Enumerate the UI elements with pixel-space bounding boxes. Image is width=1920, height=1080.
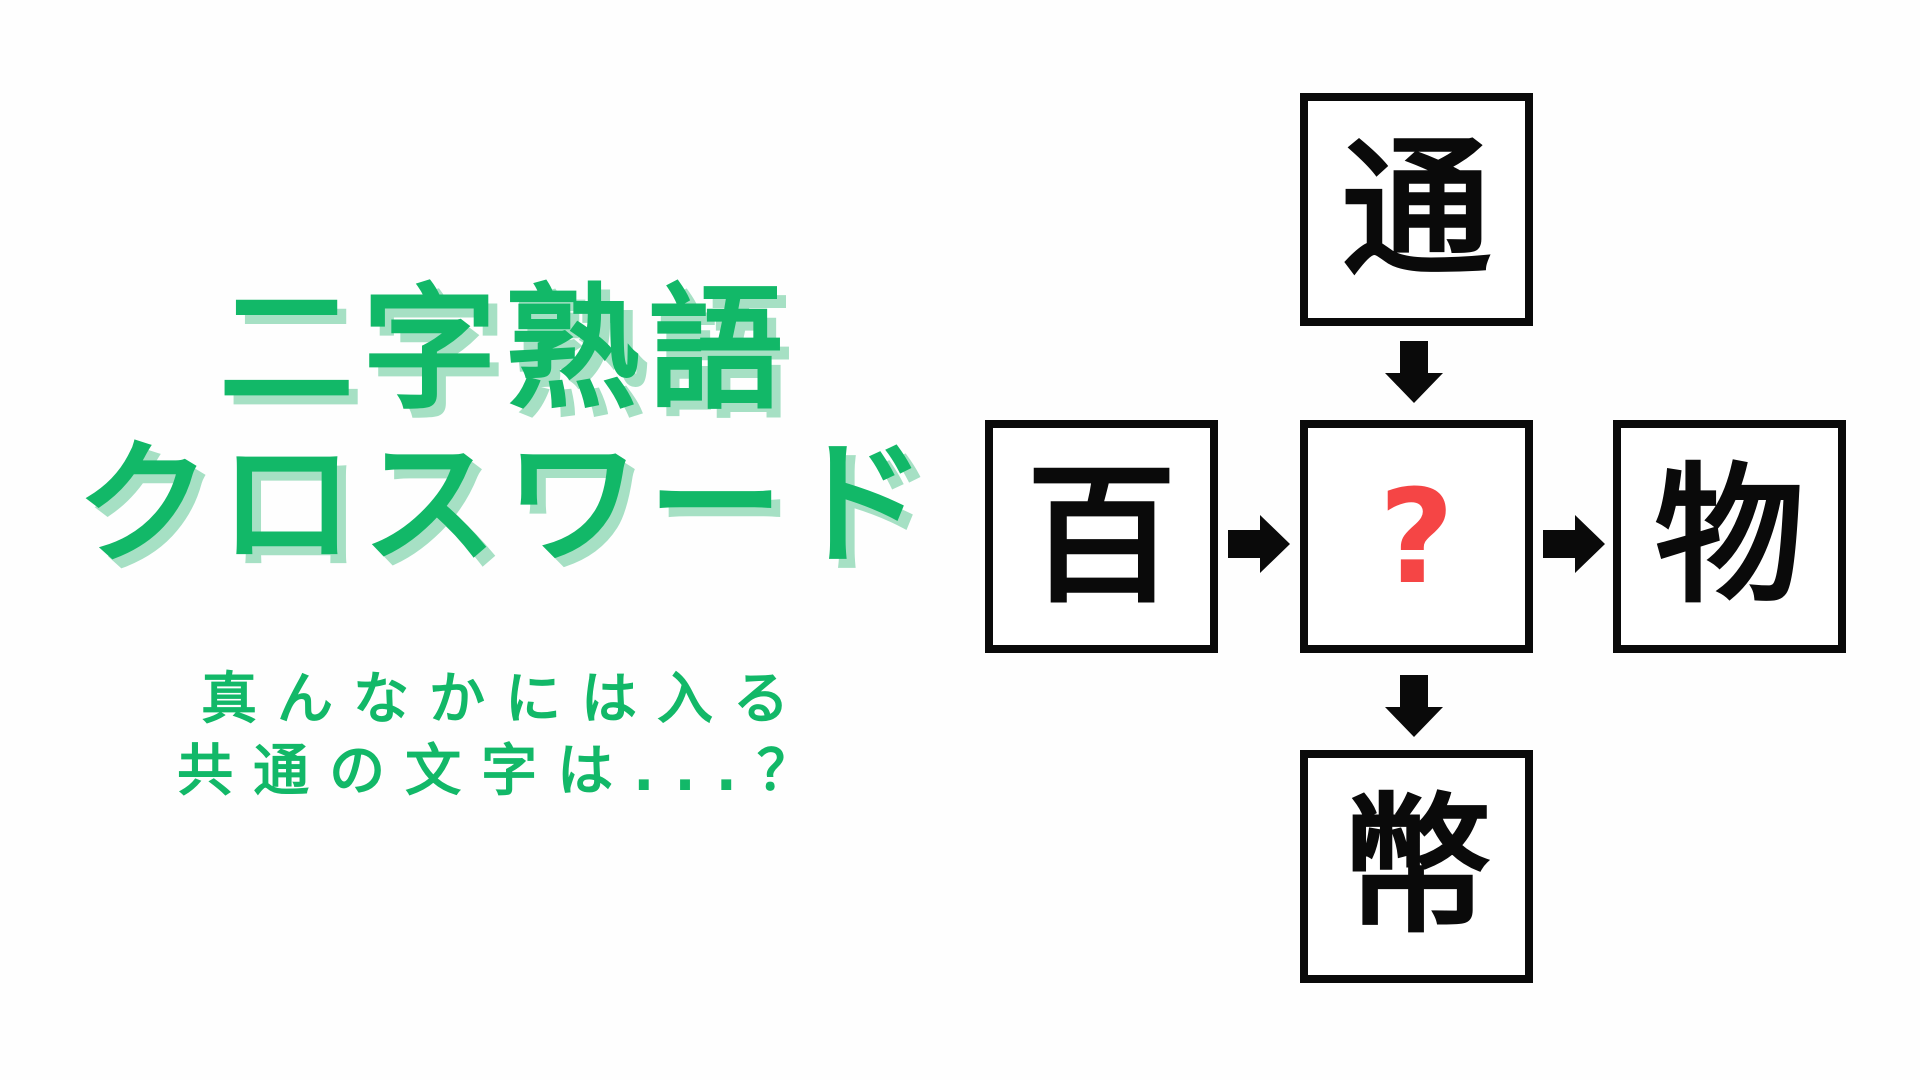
arrow-right-icon	[1543, 515, 1605, 573]
puzzle-question: 真んなかには入る 共通の文字は...？	[0, 664, 1010, 808]
puzzle-cell-right: 物	[1613, 420, 1846, 653]
puzzle-cell-center-unknown: ?	[1300, 420, 1533, 653]
page-title: 二字熟語 クロスワード	[0, 272, 1010, 582]
puzzle-cell-bottom: 幣	[1300, 750, 1533, 983]
question-line-2: 共通の文字は...？	[177, 739, 833, 804]
arrow-right-icon	[1228, 515, 1290, 573]
title-line-1: 二字熟語	[219, 271, 791, 428]
question-line-1: 真んなかには入る	[201, 667, 809, 732]
title-line-2: クロスワード	[76, 426, 934, 583]
puzzle-cell-left: 百	[985, 420, 1218, 653]
arrow-down-icon	[1385, 675, 1443, 737]
puzzle-cell-top: 通	[1300, 93, 1533, 326]
arrow-down-icon	[1385, 341, 1443, 403]
